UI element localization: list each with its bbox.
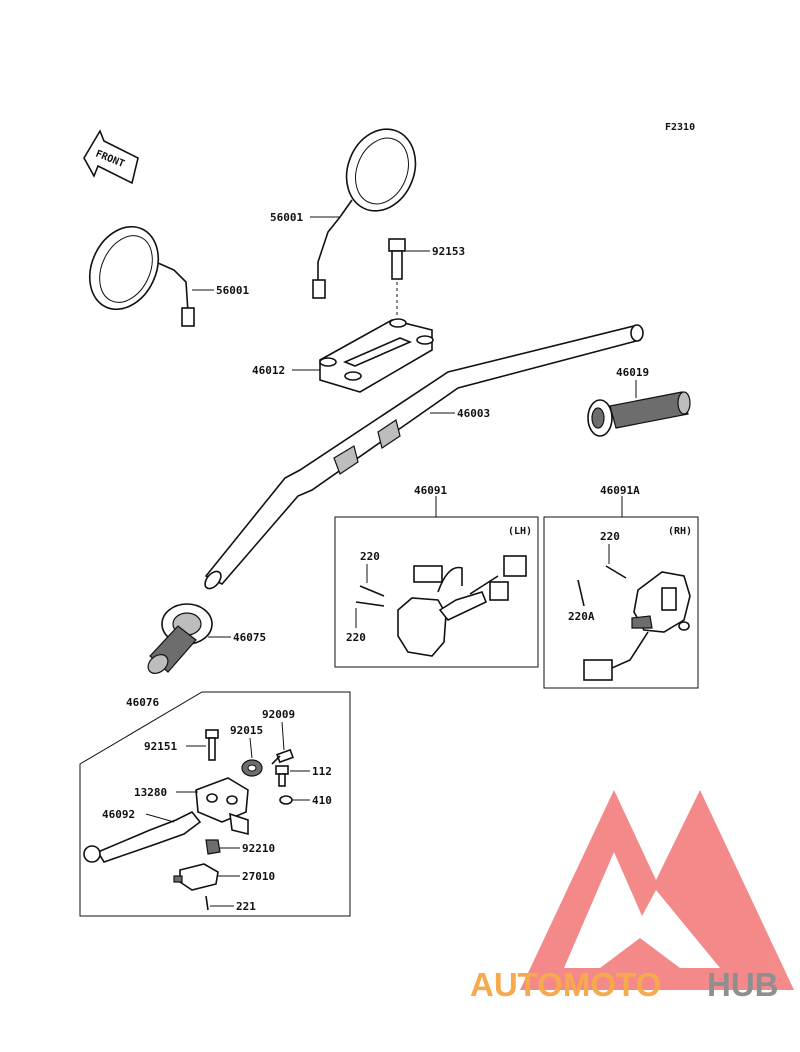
switch-left-housing <box>397 555 527 657</box>
label-mirror-right: 56001 <box>270 211 303 224</box>
label-washer-410: 410 <box>312 794 332 807</box>
bracket-13280 <box>195 777 249 836</box>
label-handlebar-46003: 46003 <box>457 407 490 420</box>
switch-27010 <box>173 863 219 891</box>
figure-code: F2310 <box>665 122 695 133</box>
label-screw-lh-2: 220 <box>346 631 366 644</box>
lh-side-label: (LH) <box>508 526 532 537</box>
label-screw-lh-1: 220 <box>360 550 380 563</box>
screw-lh-1 <box>359 585 385 597</box>
handlebar-46003 <box>204 324 644 590</box>
watermark-part1: AUTOMOTO <box>470 966 661 1003</box>
label-screw-112: 112 <box>312 765 332 778</box>
automotohub-logo <box>520 790 794 990</box>
label-holder-46012: 46012 <box>252 364 285 377</box>
grip-left-46075 <box>147 603 213 674</box>
rh-switch-frame <box>543 516 699 689</box>
label-bracket-13280: 13280 <box>134 786 167 799</box>
label-grip-right-46019: 46019 <box>616 366 649 379</box>
label-screw-rh-2: 220A <box>568 610 595 623</box>
label-switch-27010: 27010 <box>242 870 275 883</box>
screw-221 <box>205 895 209 911</box>
screw-rh-2 <box>577 579 585 607</box>
mirror-right <box>312 128 417 299</box>
label-lever-46092: 46092 <box>102 808 135 821</box>
lever-46092 <box>83 810 202 863</box>
washer-410 <box>279 795 293 805</box>
label-screw-221: 221 <box>236 900 256 913</box>
label-lever-assy-46076: 46076 <box>126 696 159 709</box>
screw-rh-1 <box>605 565 627 579</box>
nut-92210 <box>205 839 221 855</box>
label-grip-left-46075: 46075 <box>233 631 266 644</box>
label-bolt-92151: 92151 <box>144 740 177 753</box>
label-mirror-left: 56001 <box>216 284 249 297</box>
watermark-part2: HUB <box>707 966 779 1003</box>
holder-46012 <box>319 318 434 393</box>
rh-side-label: (RH) <box>668 526 692 537</box>
bolt-92151 <box>205 729 219 761</box>
bolt-92153 <box>388 238 406 280</box>
screw-112 <box>275 765 289 787</box>
collar-92015 <box>241 759 263 777</box>
front-arrow-icon: FRONT <box>83 129 139 185</box>
screw-lh-2 <box>355 601 385 607</box>
grip-right-46019 <box>587 391 691 437</box>
label-collar-92015: 92015 <box>230 724 263 737</box>
label-screw-92009: 92009 <box>262 708 295 721</box>
label-switch-right-46091A: 46091A <box>600 484 640 497</box>
label-bolt-92153: 92153 <box>432 245 465 258</box>
label-switch-left-46091: 46091 <box>414 484 447 497</box>
label-screw-rh-1: 220 <box>600 530 620 543</box>
mirror-left <box>88 225 195 327</box>
screw-92009 <box>271 748 294 765</box>
label-nut-92210: 92210 <box>242 842 275 855</box>
lever-assy-frame <box>79 691 351 917</box>
switch-right-housing <box>583 571 691 681</box>
